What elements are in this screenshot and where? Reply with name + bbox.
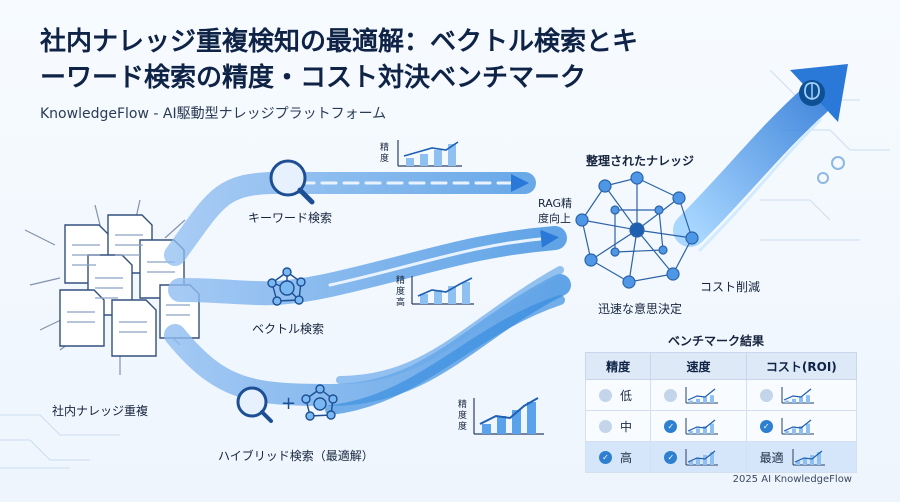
- hybrid-mini-chart-label: 精度度: [458, 400, 468, 432]
- magnifier-icon: [269, 159, 315, 205]
- keyword-mini-chart-label: 精度: [380, 143, 390, 164]
- check-icon: ✓: [664, 419, 678, 433]
- mini-bar-chart-icon: [792, 449, 825, 466]
- benchmark-row: 低: [584, 379, 858, 411]
- knowledge-network: [575, 171, 699, 289]
- check-icon: ✓: [599, 450, 612, 464]
- keyword-label: キーワード検索: [248, 211, 333, 225]
- mini-bar-chart-icon: [685, 418, 719, 435]
- hybrid-label: ハイブリッド検索（最適解）: [218, 449, 374, 463]
- mini-bar-chart-icon: [685, 387, 719, 404]
- vector-mini-chart-label: 精度高: [396, 276, 406, 308]
- plus-sign: +: [281, 393, 296, 414]
- page-subtitle: KnowledgeFlow - AI駆動型ナレッジプラットフォーム: [40, 106, 387, 122]
- check-icon: ✓: [759, 419, 773, 433]
- document-icon: [111, 299, 157, 357]
- rag-label: RAG精度向上: [538, 197, 573, 225]
- magnifier-icon: [236, 386, 273, 423]
- mini-bar-chart-icon: [781, 418, 814, 435]
- keyword-flow: [164, 172, 536, 266]
- cost-label: コスト削減: [700, 280, 761, 294]
- hybrid-mini-chart: [473, 397, 544, 435]
- check-icon: [664, 388, 678, 402]
- benchmark-title: ベンチマーク結果: [668, 334, 765, 348]
- header-speed: 速度: [650, 352, 747, 380]
- check-icon: [759, 388, 773, 402]
- keyword-mini-chart: [397, 140, 462, 167]
- check-icon: [599, 419, 612, 433]
- network-node-icon: [267, 267, 306, 306]
- network-title: 整理されたナレッジ: [586, 154, 695, 168]
- precision-level: 中: [620, 419, 633, 434]
- benchmark-row: 中 ✓ ✓: [584, 410, 858, 442]
- precision-level: 低: [620, 388, 633, 403]
- header-cost: コスト(ROI): [745, 352, 858, 380]
- benchmark-table: 精度 速度 コスト(ROI) 低中 ✓ ✓ ✓ 高 ✓ 最適: [584, 352, 858, 473]
- header-precision: 精度: [584, 352, 652, 380]
- growth-arrow: [673, 83, 832, 247]
- check-icon: ✓: [664, 450, 678, 464]
- mini-bar-chart-icon: [781, 387, 814, 404]
- check-icon: [599, 388, 612, 402]
- vector-mini-chart: [411, 276, 474, 305]
- page-title: 社内ナレッジ重複検知の最適解：ベクトル検索とキーワード検索の精度・コスト対決ベン…: [40, 27, 639, 93]
- precision-level: 高: [620, 450, 633, 465]
- copyright: 2025 AI KnowledgeFlow: [732, 474, 852, 485]
- network-node-icon: [301, 384, 338, 421]
- document-icon: [59, 289, 105, 347]
- source-label: 社内ナレッジ重複: [52, 404, 149, 418]
- cost-best-label: 最適: [759, 450, 784, 465]
- vector-flow: [168, 226, 567, 306]
- decision-label: 迅速な意思決定: [598, 302, 683, 316]
- mini-bar-chart-icon: [685, 449, 719, 466]
- vector-label: ベクトル検索: [252, 322, 325, 336]
- gear-icon: [817, 156, 845, 184]
- brain-icon: [799, 80, 825, 106]
- benchmark-row: ✓ 高 ✓ 最適: [584, 441, 858, 473]
